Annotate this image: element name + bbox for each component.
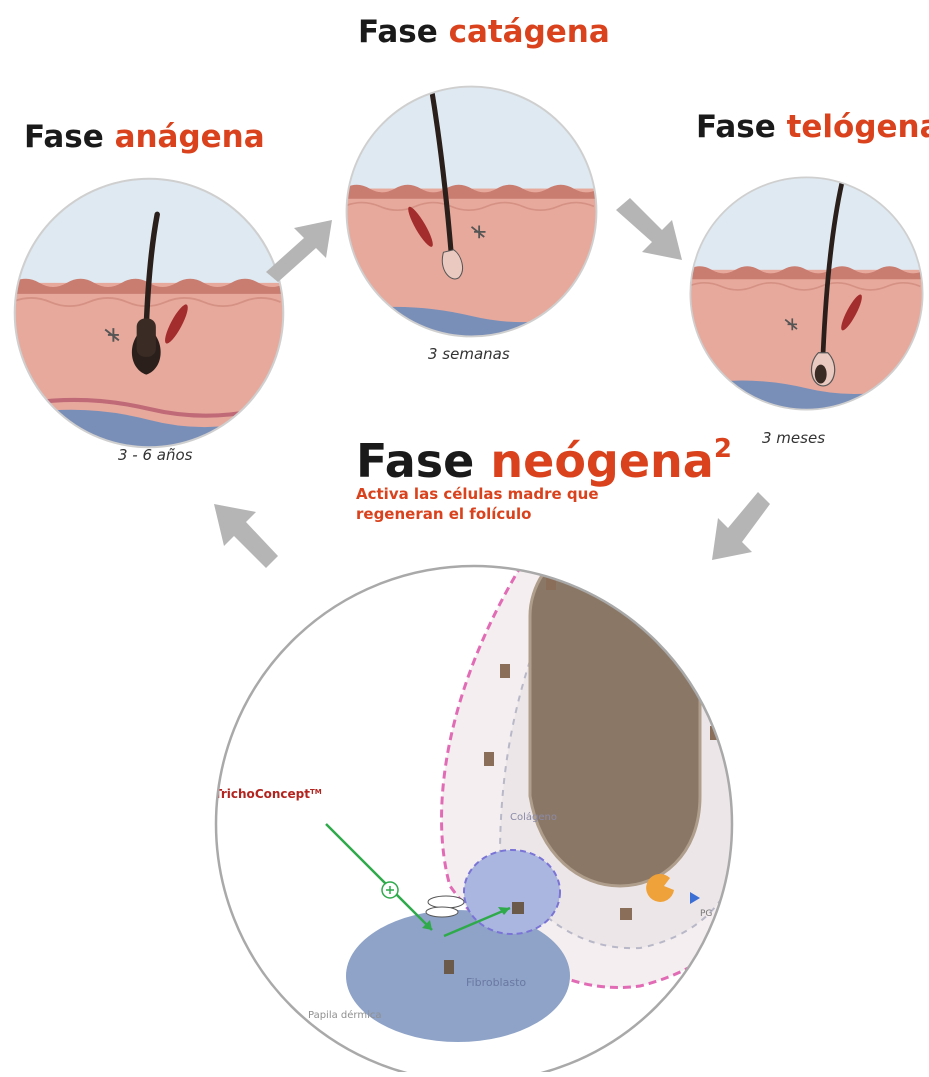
title-catagena-highlight: catágena — [449, 14, 610, 50]
duration-telogena: 3 meses — [762, 429, 825, 447]
title-telogena-highlight: telógena — [787, 109, 929, 145]
cell — [500, 664, 510, 678]
arrow-anagena-to-catagena — [258, 212, 338, 284]
label-colageno: Colágeno — [510, 811, 557, 823]
title-neogena-highlight: neógena — [490, 434, 713, 488]
label-papila: Papila dérmica — [308, 1009, 382, 1021]
arrow-telogena-to-neogena — [708, 490, 778, 564]
title-neogena: Fase neógena2 — [356, 438, 732, 484]
illustration-catagena — [344, 84, 599, 339]
illustration-neogena-detail: TrichoConceptTM Colágeno Fibroblasto Pap… — [200, 556, 748, 1072]
title-neogena-footnote: 2 — [714, 434, 732, 464]
title-telogena: Fase telógena — [696, 112, 929, 143]
title-anagena: Fase anágena — [24, 122, 265, 153]
arrow-catagena-to-telogena — [610, 192, 690, 266]
cell — [444, 960, 454, 974]
illustration-anagena — [12, 176, 286, 450]
title-anagena-highlight: anágena — [115, 119, 265, 155]
label-pg: PG — [700, 909, 712, 919]
cell — [512, 902, 524, 914]
title-catagena: Fase catágena — [358, 17, 610, 48]
duration-catagena: 3 semanas — [428, 345, 510, 363]
label-fibroblasto: Fibroblasto — [466, 976, 526, 989]
brand-label: TrichoConceptTM — [214, 787, 322, 801]
cell — [620, 908, 632, 920]
illustration-telogena — [688, 175, 925, 412]
neogena-subtitle: Activa las células madre que regeneran e… — [356, 484, 656, 524]
cell — [484, 752, 494, 766]
